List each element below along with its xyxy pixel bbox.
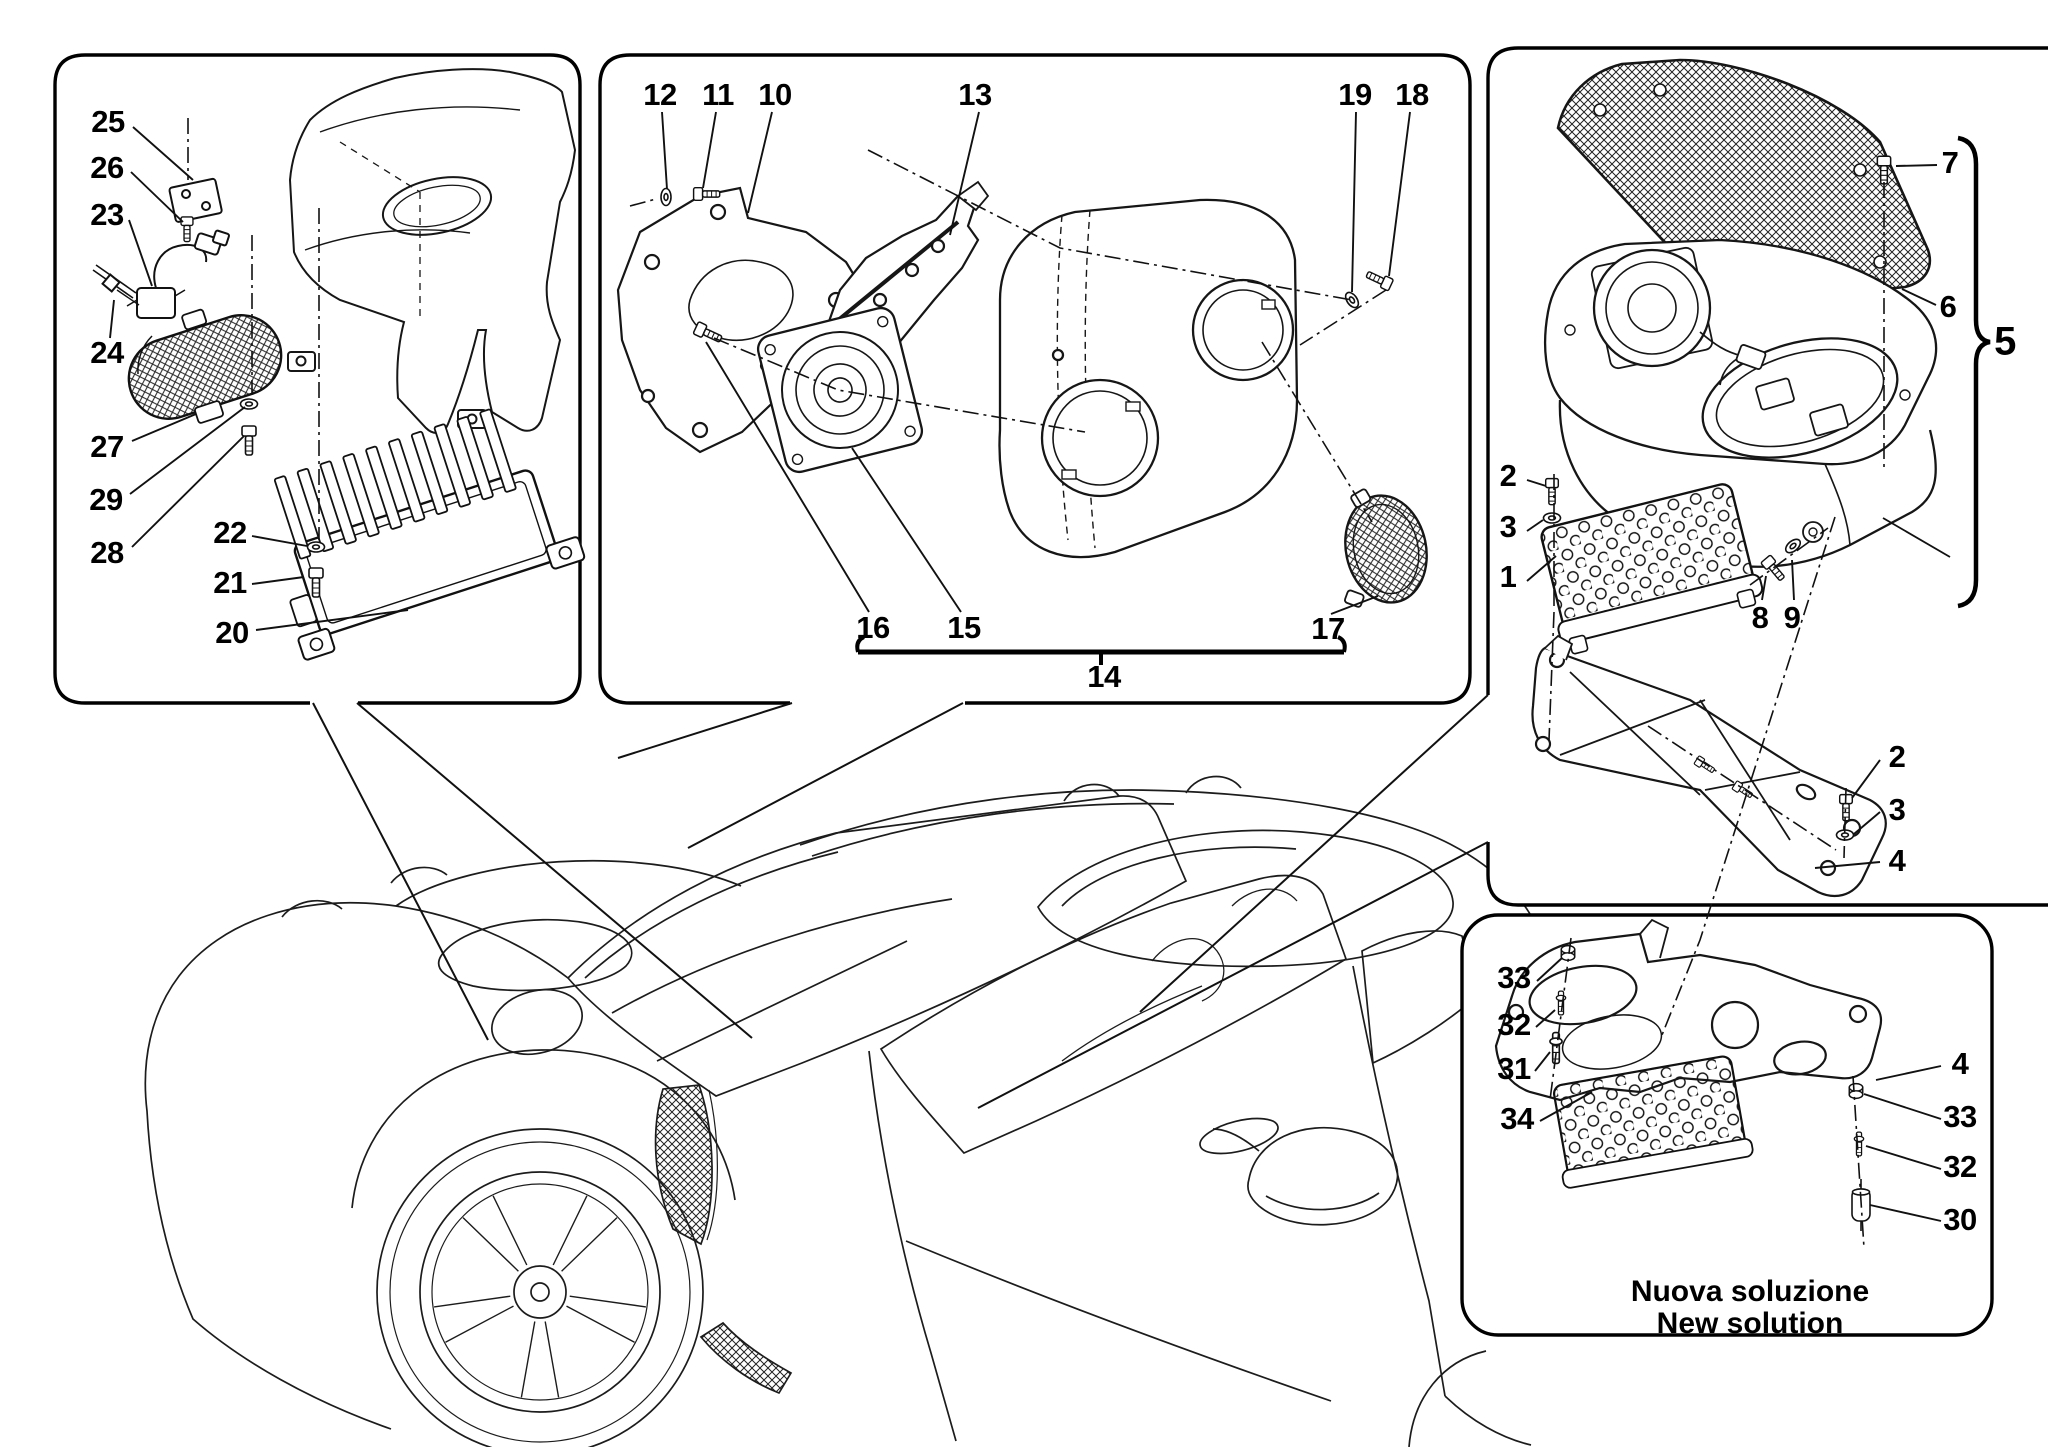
part-label-11: 11 bbox=[702, 77, 734, 112]
part-label-3-lower: 3 bbox=[1888, 792, 1906, 827]
part-label-33-left: 33 bbox=[1497, 960, 1531, 995]
amplifier-20 bbox=[273, 408, 586, 661]
sensor-23 bbox=[126, 229, 230, 319]
centerlines-bottom-right bbox=[1549, 937, 1865, 1249]
bracket-plate-25 bbox=[168, 177, 223, 223]
centerlines-top-middle bbox=[629, 149, 1387, 523]
part-label-15: 15 bbox=[947, 610, 981, 645]
part-label-16: 16 bbox=[856, 610, 890, 645]
caption-line-italian: Nuova soluzione bbox=[1630, 1275, 1870, 1308]
part-label-5: 5 bbox=[1994, 319, 2016, 364]
nut-33-left bbox=[1560, 944, 1576, 962]
part-label-32-right: 32 bbox=[1943, 1149, 1977, 1184]
part-label-33-right: 33 bbox=[1943, 1099, 1977, 1134]
part-label-3: 3 bbox=[1499, 509, 1517, 544]
part-label-2-lower: 2 bbox=[1888, 739, 1906, 774]
part-label-14: 14 bbox=[1087, 659, 1121, 694]
caption-line-english: New solution bbox=[1656, 1307, 1844, 1340]
label-leader-lines bbox=[109, 111, 1942, 1222]
part-label-18: 18 bbox=[1395, 77, 1429, 112]
part-label-22: 22 bbox=[213, 515, 247, 550]
part-label-6: 6 bbox=[1939, 289, 1957, 324]
washer-22 bbox=[306, 541, 326, 553]
mesh-lid-6 bbox=[1556, 58, 1932, 301]
part-label-34: 34 bbox=[1500, 1101, 1534, 1136]
leader-enclosure-to-brace bbox=[1882, 517, 1951, 558]
part-label-4-lower: 4 bbox=[1888, 843, 1906, 878]
part-label-24: 24 bbox=[90, 335, 124, 370]
group-bracket-14 bbox=[855, 635, 1347, 665]
part-label-17: 17 bbox=[1311, 611, 1345, 646]
part-label-26: 26 bbox=[90, 150, 124, 185]
support-bracket bbox=[1531, 634, 1887, 898]
part-label-31: 31 bbox=[1497, 1051, 1531, 1086]
nut-33-right bbox=[1848, 1082, 1864, 1100]
part-label-1: 1 bbox=[1499, 559, 1517, 594]
part-label-2: 2 bbox=[1499, 458, 1517, 493]
part-label-23: 23 bbox=[90, 197, 124, 232]
part-label-28: 28 bbox=[90, 535, 124, 570]
centerlines-right bbox=[1548, 182, 1885, 1036]
part-label-13: 13 bbox=[958, 77, 992, 112]
part-label-8: 8 bbox=[1751, 600, 1769, 635]
part-label-30: 30 bbox=[1943, 1202, 1977, 1237]
leader-lines-to-car bbox=[312, 694, 1489, 1109]
brace-5 bbox=[1957, 135, 1991, 609]
amplifier-1 bbox=[1540, 483, 1764, 655]
part-label-29: 29 bbox=[89, 482, 123, 517]
part-label-20: 20 bbox=[215, 615, 249, 650]
car-illustration bbox=[144, 775, 1548, 1447]
part-label-25: 25 bbox=[91, 104, 125, 139]
part-label-7: 7 bbox=[1941, 145, 1959, 180]
speaker-15 bbox=[756, 306, 924, 474]
part-label-32-left: 32 bbox=[1497, 1007, 1531, 1042]
subwoofer-box-14 bbox=[998, 198, 1299, 559]
washer-3 bbox=[1542, 512, 1562, 524]
part-label-10: 10 bbox=[758, 77, 792, 112]
grille-17 bbox=[1344, 488, 1428, 608]
part-label-27: 27 bbox=[90, 429, 124, 464]
cable-tie-24 bbox=[92, 264, 140, 306]
heat-shield-27 bbox=[127, 308, 283, 424]
part-label-12: 12 bbox=[643, 77, 677, 112]
part-label-21: 21 bbox=[213, 565, 247, 600]
bracket-4-new bbox=[1494, 918, 1883, 1102]
speaker-enclosure-5 bbox=[1543, 238, 1938, 568]
part-label-19: 19 bbox=[1338, 77, 1372, 112]
washer-12 bbox=[660, 187, 672, 207]
part-label-9: 9 bbox=[1783, 600, 1801, 635]
centerlines-top-left bbox=[187, 118, 320, 540]
part-label-4-new: 4 bbox=[1951, 1046, 1969, 1081]
